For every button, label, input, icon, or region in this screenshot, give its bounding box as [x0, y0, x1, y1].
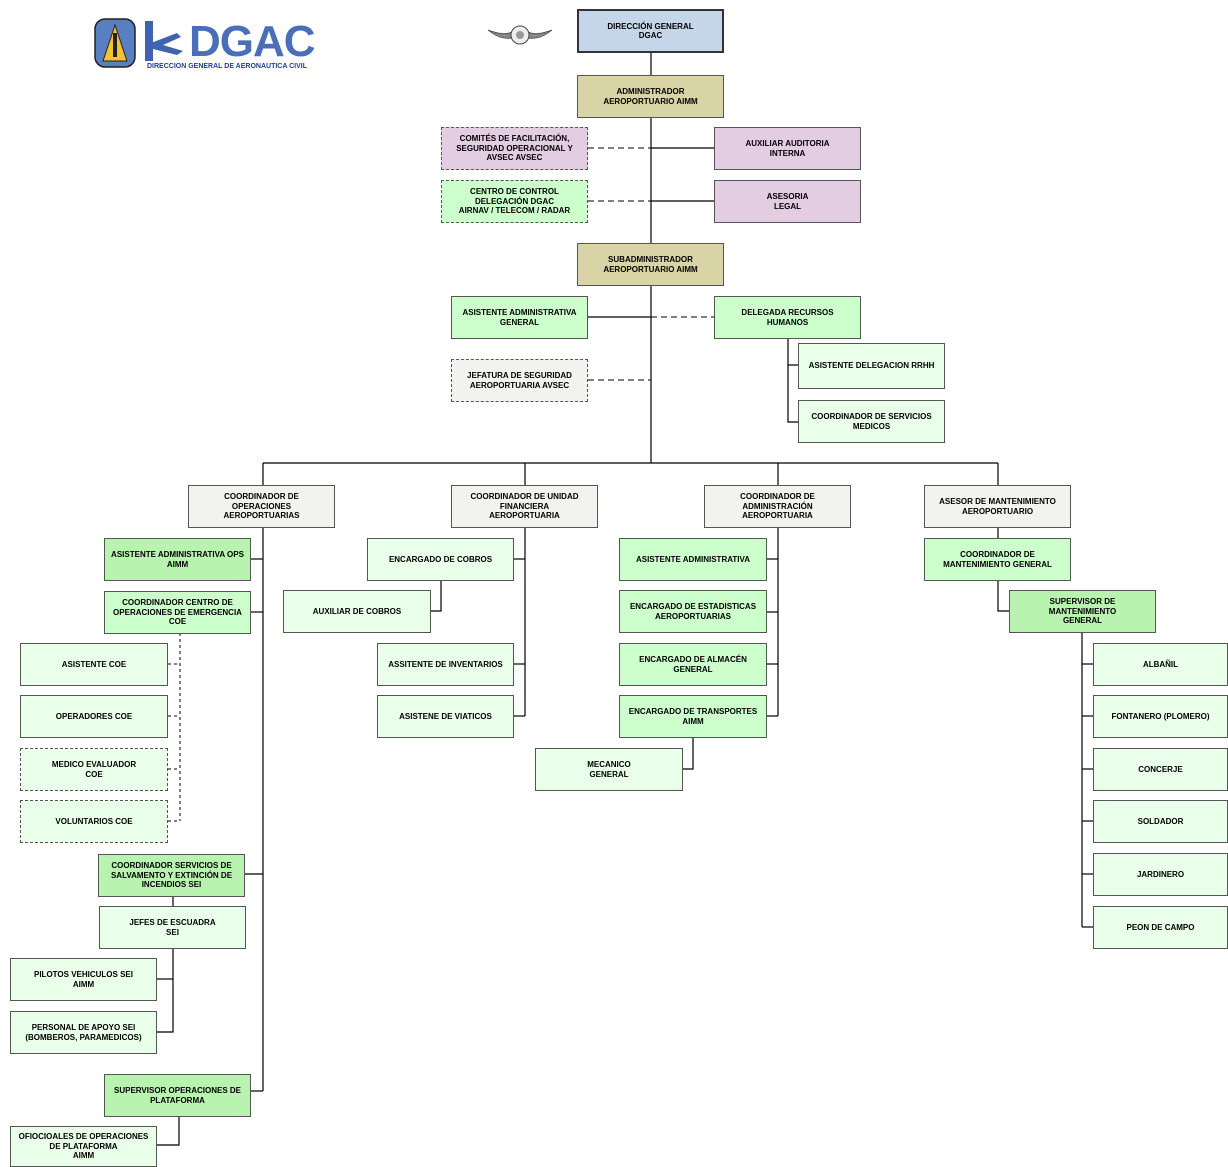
node-coordinador-sei: COORDINADOR SERVICIOS DE SALVAMENTO Y EX…: [98, 854, 245, 897]
dgac-badge-icon: [94, 18, 183, 68]
node-peon-campo: PEON DE CAMPO: [1093, 906, 1228, 949]
node-servicios-medicos: COORDINADOR DE SERVICIOS MEDICOS: [798, 400, 945, 443]
node-centro-control: CENTRO DE CONTROL DELEGACIÓN DGAC AIRNAV…: [441, 180, 588, 223]
node-albanil: ALBAÑIL: [1093, 643, 1228, 686]
node-encargado-estadisticas: ENCARGADO DE ESTADISTICAS AEROPORTUARIAS: [619, 590, 767, 633]
dgac-logo: DGAC DIRECCION GENERAL DE AERONAUTICA CI…: [93, 15, 333, 75]
node-supervisor-plataforma: SUPERVISOR OPERACIONES DE PLATAFORMA: [104, 1074, 251, 1117]
node-coord-administracion: COORDINADOR DE ADMINISTRACIÓN AEROPORTUA…: [704, 485, 851, 528]
node-asistente-administrativa: ASISTENTE ADMINISTRATIVA: [619, 538, 767, 581]
node-asistente-general: ASISTENTE ADMINISTRATIVA GENERAL: [451, 296, 588, 339]
node-supervisor-mantenimiento: SUPERVISOR DE MANTENIMIENTO GENERAL: [1009, 590, 1156, 633]
node-asistente-rrhh: ASISTENTE DELEGACION RRHH: [798, 343, 945, 389]
node-mecanico-general: MECANICO GENERAL: [535, 748, 683, 791]
node-comites: COMITÉS DE FACILITACIÓN, SEGURIDAD OPERA…: [441, 127, 588, 170]
node-voluntarios-coe: VOLUNTARIOS COE: [20, 800, 168, 843]
node-encargado-cobros: ENCARGADO DE COBROS: [367, 538, 514, 581]
node-conserje: CONCERJE: [1093, 748, 1228, 791]
node-encargado-transportes: ENCARGADO DE TRANSPORTES AIMM: [619, 695, 767, 738]
node-asesoria-legal: ASESORIA LEGAL: [714, 180, 861, 223]
wings-icon: [487, 25, 553, 45]
node-coord-operaciones: COORDINADOR DE OPERACIONES AEROPORTUARIA…: [188, 485, 335, 528]
node-oficiales-plataforma: OFIOCIOALES DE OPERACIONES DE PLATAFORMA…: [10, 1126, 157, 1167]
node-delegada-rrhh: DELEGADA RECURSOS HUMANOS: [714, 296, 861, 339]
node-coordinador-mantenimiento: COORDINADOR DE MANTENIMIENTO GENERAL: [924, 538, 1071, 581]
node-administrador: ADMINISTRADOR AEROPORTUARIO AIMM: [577, 75, 724, 118]
node-asistente-ops: ASISTENTE ADMINISTRATIVA OPS AIMM: [104, 538, 251, 581]
node-operadores-coe: OPERADORES COE: [20, 695, 168, 738]
node-asistente-inventarios: ASSITENTE DE INVENTARIOS: [377, 643, 514, 686]
node-jefes-escuadra: JEFES DE ESCUADRA SEI: [99, 906, 246, 949]
node-auxiliar-auditoria: AUXILIAR AUDITORIA INTERNA: [714, 127, 861, 170]
node-subadministrador: SUBADMINISTRADOR AEROPORTUARIO AIMM: [577, 243, 724, 286]
node-coord-financiera: COORDINADOR DE UNIDAD FINANCIERA AEROPOR…: [451, 485, 598, 528]
node-encargado-almacen: ENCARGADO DE ALMACÉN GENERAL: [619, 643, 767, 686]
node-jardinero: JARDINERO: [1093, 853, 1228, 896]
node-pilotos-sei: PILOTOS VEHICULOS SEI AIMM: [10, 958, 157, 1001]
node-asistente-coe: ASISTENTE COE: [20, 643, 168, 686]
node-auxiliar-cobros: AUXILIAR DE COBROS: [283, 590, 431, 633]
node-fontanero: FONTANERO (PLOMERO): [1093, 695, 1228, 738]
node-asesor-mantenimiento: ASESOR DE MANTENIMIENTO AEROPORTUARIO: [924, 485, 1071, 528]
dgac-subtitle: DIRECCION GENERAL DE AERONAUTICA CIVIL: [147, 63, 307, 70]
node-apoyo-sei: PERSONAL DE APOYO SEI (BOMBEROS, PARAMED…: [10, 1011, 157, 1054]
wings-emblem: [486, 22, 554, 48]
node-asistente-viaticos: ASISTENE DE VIATICOS: [377, 695, 514, 738]
node-medico-coe: MEDICO EVALUADOR COE: [20, 748, 168, 791]
dgac-acronym: DGAC: [189, 17, 316, 66]
node-jefatura-seguridad: JEFATURA DE SEGURIDAD AEROPORTUARIA AVSE…: [451, 359, 588, 402]
node-direccion-general: DIRECCIÓN GENERAL DGAC: [577, 9, 724, 53]
node-coordinador-coe: COORDINADOR CENTRO DE OPERACIONES DE EME…: [104, 591, 251, 634]
node-soldador: SOLDADOR: [1093, 800, 1228, 843]
